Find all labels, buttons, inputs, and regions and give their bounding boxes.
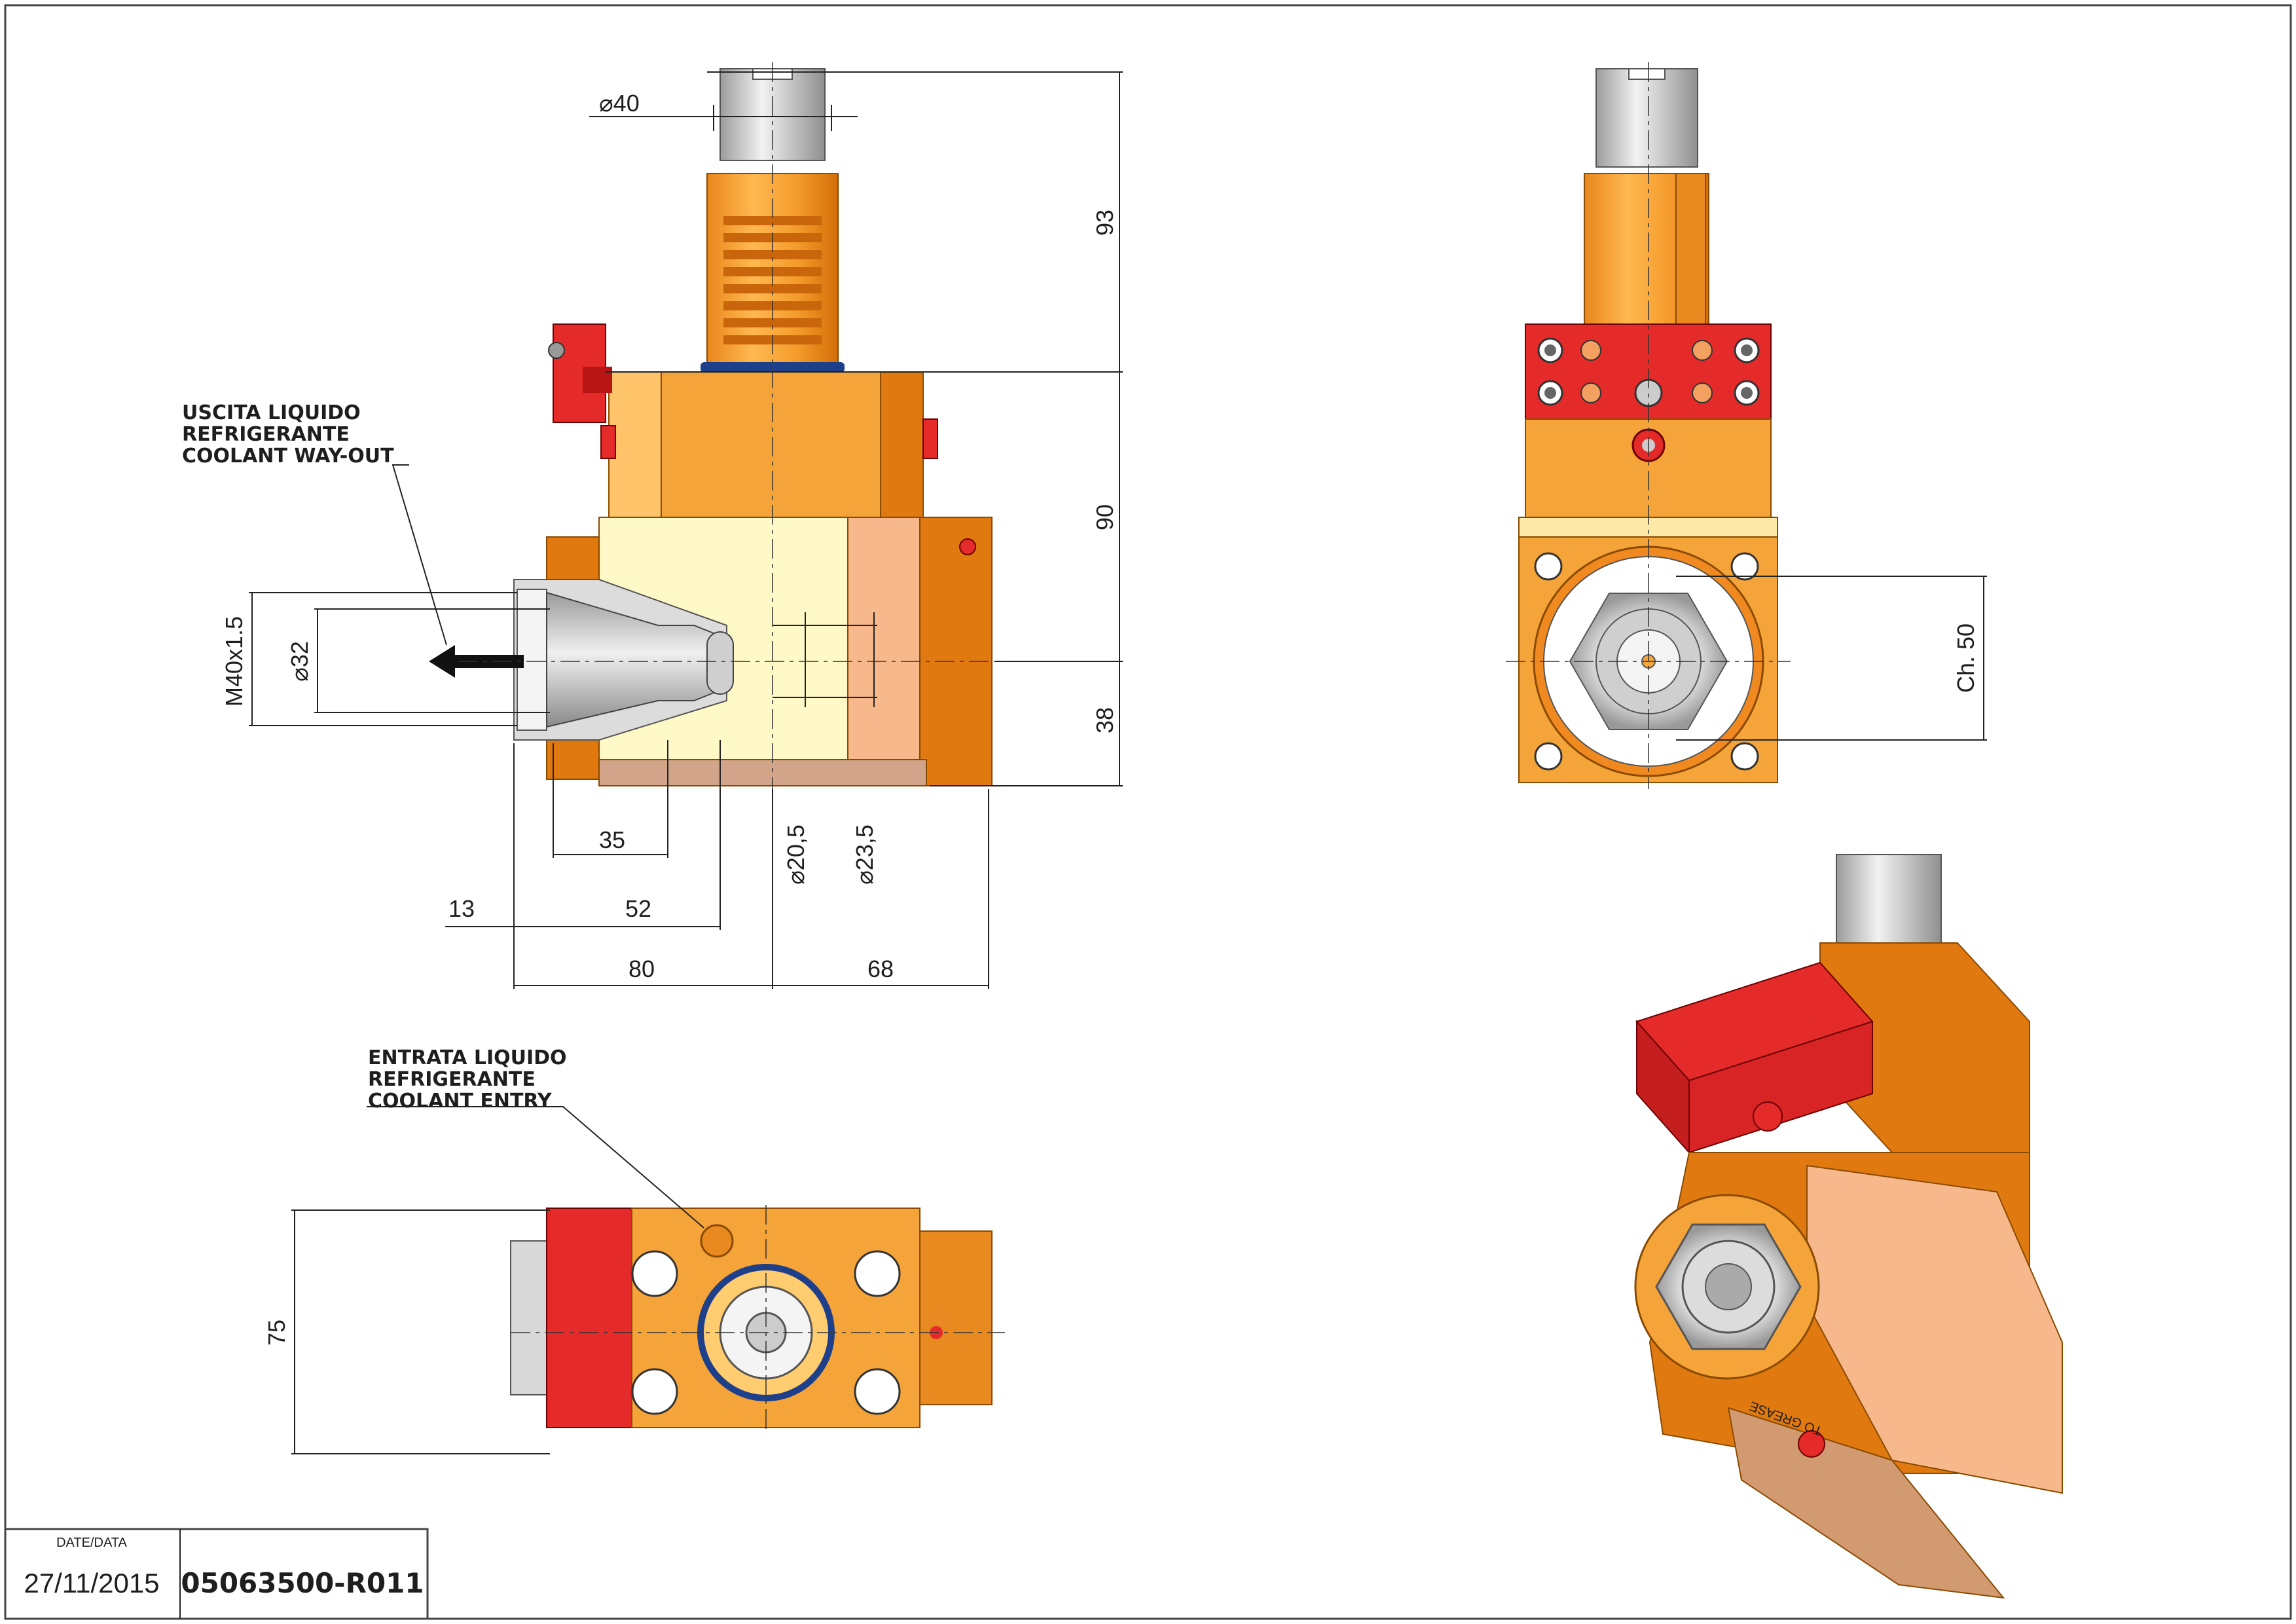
dim-width-35: 35 bbox=[599, 826, 625, 853]
svg-text:COOLANT ENTRY: COOLANT ENTRY bbox=[368, 1090, 553, 1113]
svg-text:REFRIGERANTE: REFRIGERANTE bbox=[182, 423, 350, 446]
dim-diameter-20-5: ⌀20,5 bbox=[782, 824, 809, 885]
dim-diameter-32: ⌀32 bbox=[286, 641, 313, 682]
dim-chamfer-50: Ch. 50 bbox=[1952, 623, 1979, 693]
dim-width-13: 13 bbox=[448, 895, 475, 922]
title-date-label: DATE/DATA bbox=[56, 1536, 127, 1550]
dim-width-52: 52 bbox=[625, 895, 651, 922]
isometric-view bbox=[1634, 854, 2063, 1599]
note-coolant-out: USCITA LIQUIDO REFRIGERANTE COOLANT WAY-… bbox=[182, 401, 394, 468]
clamp-screw-icon bbox=[548, 342, 565, 359]
svg-text:USCITA LIQUIDO: USCITA LIQUIDO bbox=[182, 401, 361, 424]
dim-width-80: 80 bbox=[629, 955, 655, 982]
dim-height-90: 90 bbox=[1091, 504, 1118, 530]
dim-height-38: 38 bbox=[1091, 707, 1118, 733]
side-view-dimensions bbox=[1676, 576, 1987, 741]
seal-ring bbox=[701, 362, 845, 373]
top-view-dimensions bbox=[291, 1106, 704, 1454]
coolant-entry-port bbox=[700, 1224, 734, 1258]
title-date: 27/11/2015 bbox=[24, 1568, 159, 1598]
front-view-dimensions bbox=[249, 71, 1123, 989]
dim-width-68: 68 bbox=[867, 955, 894, 982]
front-view bbox=[429, 62, 1005, 789]
svg-text:ENTRATA LIQUIDO: ENTRATA LIQUIDO bbox=[368, 1046, 567, 1069]
title-drawing-code: 05063500-R011 bbox=[181, 1567, 424, 1599]
dim-diameter-40: ⌀40 bbox=[599, 90, 640, 117]
dim-diameter-23-5: ⌀23,5 bbox=[851, 824, 878, 885]
note-coolant-entry: ENTRATA LIQUIDO REFRIGERANTE COOLANT ENT… bbox=[368, 1046, 567, 1113]
svg-text:REFRIGERANTE: REFRIGERANTE bbox=[368, 1068, 536, 1091]
dim-height-93: 93 bbox=[1091, 210, 1118, 236]
dim-height-75: 75 bbox=[263, 1320, 290, 1346]
top-view bbox=[510, 1205, 1005, 1434]
side-view bbox=[1506, 62, 1791, 789]
svg-text:COOLANT WAY-OUT: COOLANT WAY-OUT bbox=[182, 445, 394, 468]
title-block bbox=[4, 1528, 429, 1620]
top-coolant-block bbox=[546, 1208, 632, 1428]
iso-bottom-face bbox=[1727, 1407, 2005, 1599]
sheet-border bbox=[4, 4, 2292, 1620]
dim-thread-m40: M40x1.5 bbox=[221, 616, 247, 707]
